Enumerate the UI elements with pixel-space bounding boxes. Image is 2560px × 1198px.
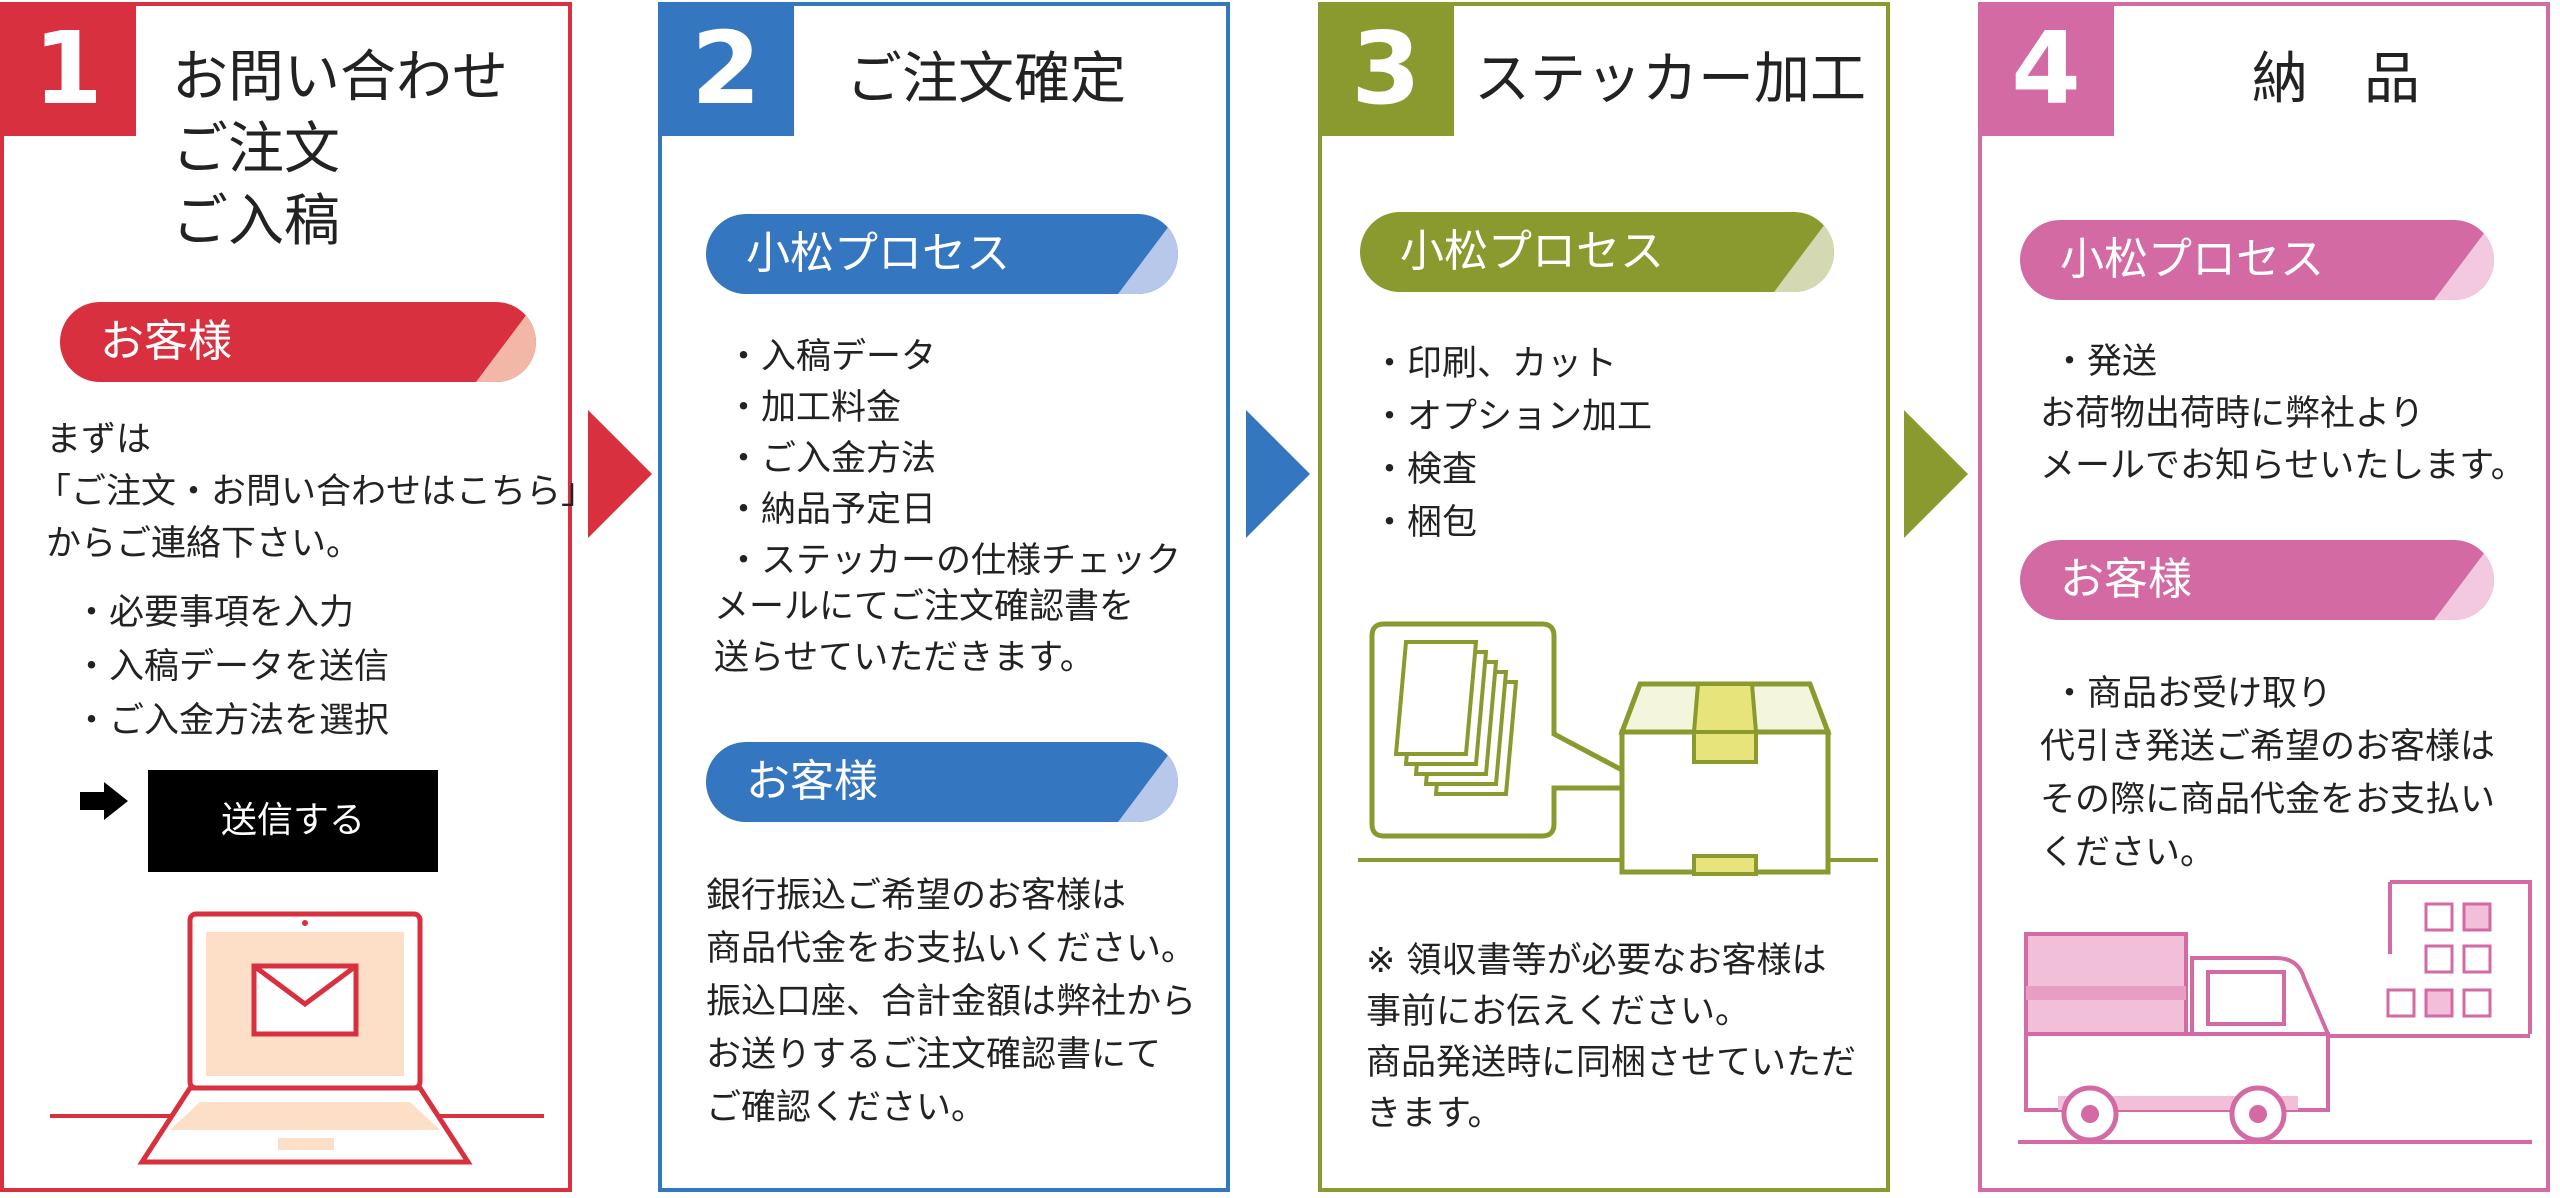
step-2-items: ・入稿データ ・加工料金 ・ご入金方法 ・納品予定日 ・ステッカーの仕様チェック	[726, 332, 1181, 587]
customer-pill-label: お客様	[100, 316, 232, 367]
note-line: メールにてご注文確認書を	[714, 587, 1135, 627]
list-item: ・納品予定日	[726, 490, 937, 530]
note-line: 事前にお伝えください。	[1366, 992, 1750, 1032]
pill-stripe-icon	[1774, 212, 1834, 292]
text-line: ・発送	[2052, 342, 2158, 382]
package-stickers-icon	[1358, 621, 1878, 876]
step-4-text-1: ・発送 お荷物出荷時に弊社より メールでお知らせいたします。	[2040, 336, 2526, 492]
customer-pill: お客様	[60, 302, 536, 382]
list-item: ・梱包	[1372, 503, 1478, 543]
customer-pill: お客様	[2020, 540, 2494, 620]
text-line: お送りするご注文確認書にて	[706, 1035, 1162, 1075]
step-2-note: メールにてご注文確認書を 送らせていただきます。	[714, 582, 1134, 684]
step-3-card: 3 ステッカー加工 小松プロセス ・印刷、カット ・オプション加工 ・検査 ・梱…	[1318, 2, 1890, 1192]
text-line: 銀行振込ご希望のお客様は	[706, 876, 1127, 916]
note-line: ※ 領収書等が必要なお客様は	[1366, 941, 1827, 981]
text-line: 振込口座、合計金額は弊社から	[706, 982, 1197, 1022]
list-item: ・ご入金方法を選択	[74, 701, 390, 741]
step-1-number: 1	[0, 2, 136, 136]
arrow-right-icon	[80, 782, 128, 820]
note-line: 商品発送時に同梱させていただ	[1366, 1043, 1857, 1083]
step-1-intro: まずは 「ご注文・お問い合わせはこちら」 からご連絡下さい。	[36, 414, 596, 570]
step-4-title: 納 品	[2252, 47, 2420, 112]
text-line: ご確認ください。	[706, 1088, 987, 1128]
text-line: 商品代金をお支払いください。	[706, 929, 1197, 969]
text-line: その際に商品代金をお支払い	[2040, 780, 2496, 820]
step-2-title: ご注文確定	[846, 47, 1126, 112]
list-item: ・必要事項を入力	[74, 593, 355, 633]
list-item: ・入稿データ	[726, 337, 937, 377]
note-line: きます。	[1366, 1094, 1503, 1134]
send-button[interactable]: 送信する	[148, 770, 438, 872]
intro-line: からご連絡下さい。	[46, 524, 362, 564]
pill-stripe-icon	[476, 302, 536, 382]
pill-stripe-icon	[1118, 742, 1178, 822]
step-3-number: 3	[1318, 2, 1454, 136]
list-item: ・印刷、カット	[1372, 344, 1618, 384]
pill-stripe-icon	[2434, 220, 2494, 300]
text-line: ・商品お受け取り	[2052, 674, 2333, 714]
step-2-number: 2	[658, 2, 794, 136]
intro-line: まずは	[46, 420, 152, 460]
text-line: ください。	[2040, 833, 2216, 873]
komatsu-process-pill-label: 小松プロセス	[746, 228, 1010, 279]
note-line: 送らせていただきます。	[714, 638, 1095, 678]
list-item: ・ステッカーの仕様チェック	[726, 541, 1182, 581]
step-3-items: ・印刷、カット ・オプション加工 ・検査 ・梱包	[1372, 338, 1652, 550]
step-3-title: ステッカー加工	[1474, 47, 1866, 112]
list-item: ・検査	[1372, 450, 1478, 490]
step-1-title-line: ご入稿	[172, 189, 340, 254]
list-item: ・オプション加工	[1372, 397, 1653, 437]
step-2-text: 銀行振込ご希望のお客様は 商品代金をお支払いください。 振込口座、合計金額は弊社…	[706, 870, 1196, 1135]
komatsu-process-pill: 小松プロセス	[2020, 220, 2494, 300]
komatsu-process-pill: 小松プロセス	[1360, 212, 1834, 292]
step-4-card: 4 納 品 小松プロセス ・発送 お荷物出荷時に弊社より メールでお知らせいたし…	[1978, 2, 2550, 1192]
step-1-title-line: ご注文	[172, 117, 340, 182]
step-1-title: お問い合わせ ご注文 ご入稿	[172, 42, 508, 258]
delivery-truck-icon	[2018, 880, 2532, 1144]
text-line: お荷物出荷時に弊社より	[2040, 394, 2425, 434]
pill-stripe-icon	[2434, 540, 2494, 620]
step-4-number: 4	[1978, 2, 2114, 136]
step-4-text-2: ・商品お受け取り 代引き発送ご希望のお客様は その際に商品代金をお支払い くださ…	[2040, 668, 2495, 880]
step-1-title-line: お問い合わせ	[172, 45, 508, 110]
step-1-card: 1 お問い合わせ ご注文 ご入稿 お客様 まずは 「ご注文・お問い合わせはこちら…	[0, 2, 596, 1192]
customer-pill: お客様	[706, 742, 1178, 822]
step-1-items: ・必要事項を入力 ・入稿データを送信 ・ご入金方法を選択	[74, 586, 389, 748]
arrow-right-icon	[1904, 410, 1968, 538]
list-item: ・ご入金方法	[726, 439, 937, 479]
step-2-card: 2 ご注文確定 小松プロセス ・入稿データ ・加工料金 ・ご入金方法 ・納品予定…	[658, 2, 1230, 1192]
list-item: ・入稿データを送信	[74, 647, 390, 687]
text-line: 代引き発送ご希望のお客様は	[2040, 727, 2496, 767]
komatsu-process-pill: 小松プロセス	[706, 214, 1178, 294]
komatsu-process-pill-label: 小松プロセス	[2060, 234, 2324, 285]
list-item: ・加工料金	[726, 388, 902, 428]
arrow-right-icon	[588, 410, 652, 538]
text-line: メールでお知らせいたします。	[2040, 446, 2526, 486]
step-3-note: ※ 領収書等が必要なお客様は 事前にお伝えください。 商品発送時に同梱させていた…	[1366, 936, 1856, 1140]
customer-pill-label: お客様	[746, 756, 878, 807]
customer-pill-label: お客様	[2060, 554, 2192, 605]
arrow-right-icon	[1246, 410, 1310, 538]
pill-stripe-icon	[1118, 214, 1178, 294]
intro-line: 「ご注文・お問い合わせはこちら」	[36, 472, 597, 512]
komatsu-process-pill-label: 小松プロセス	[1400, 226, 1664, 277]
laptop-mail-icon	[50, 911, 544, 1165]
